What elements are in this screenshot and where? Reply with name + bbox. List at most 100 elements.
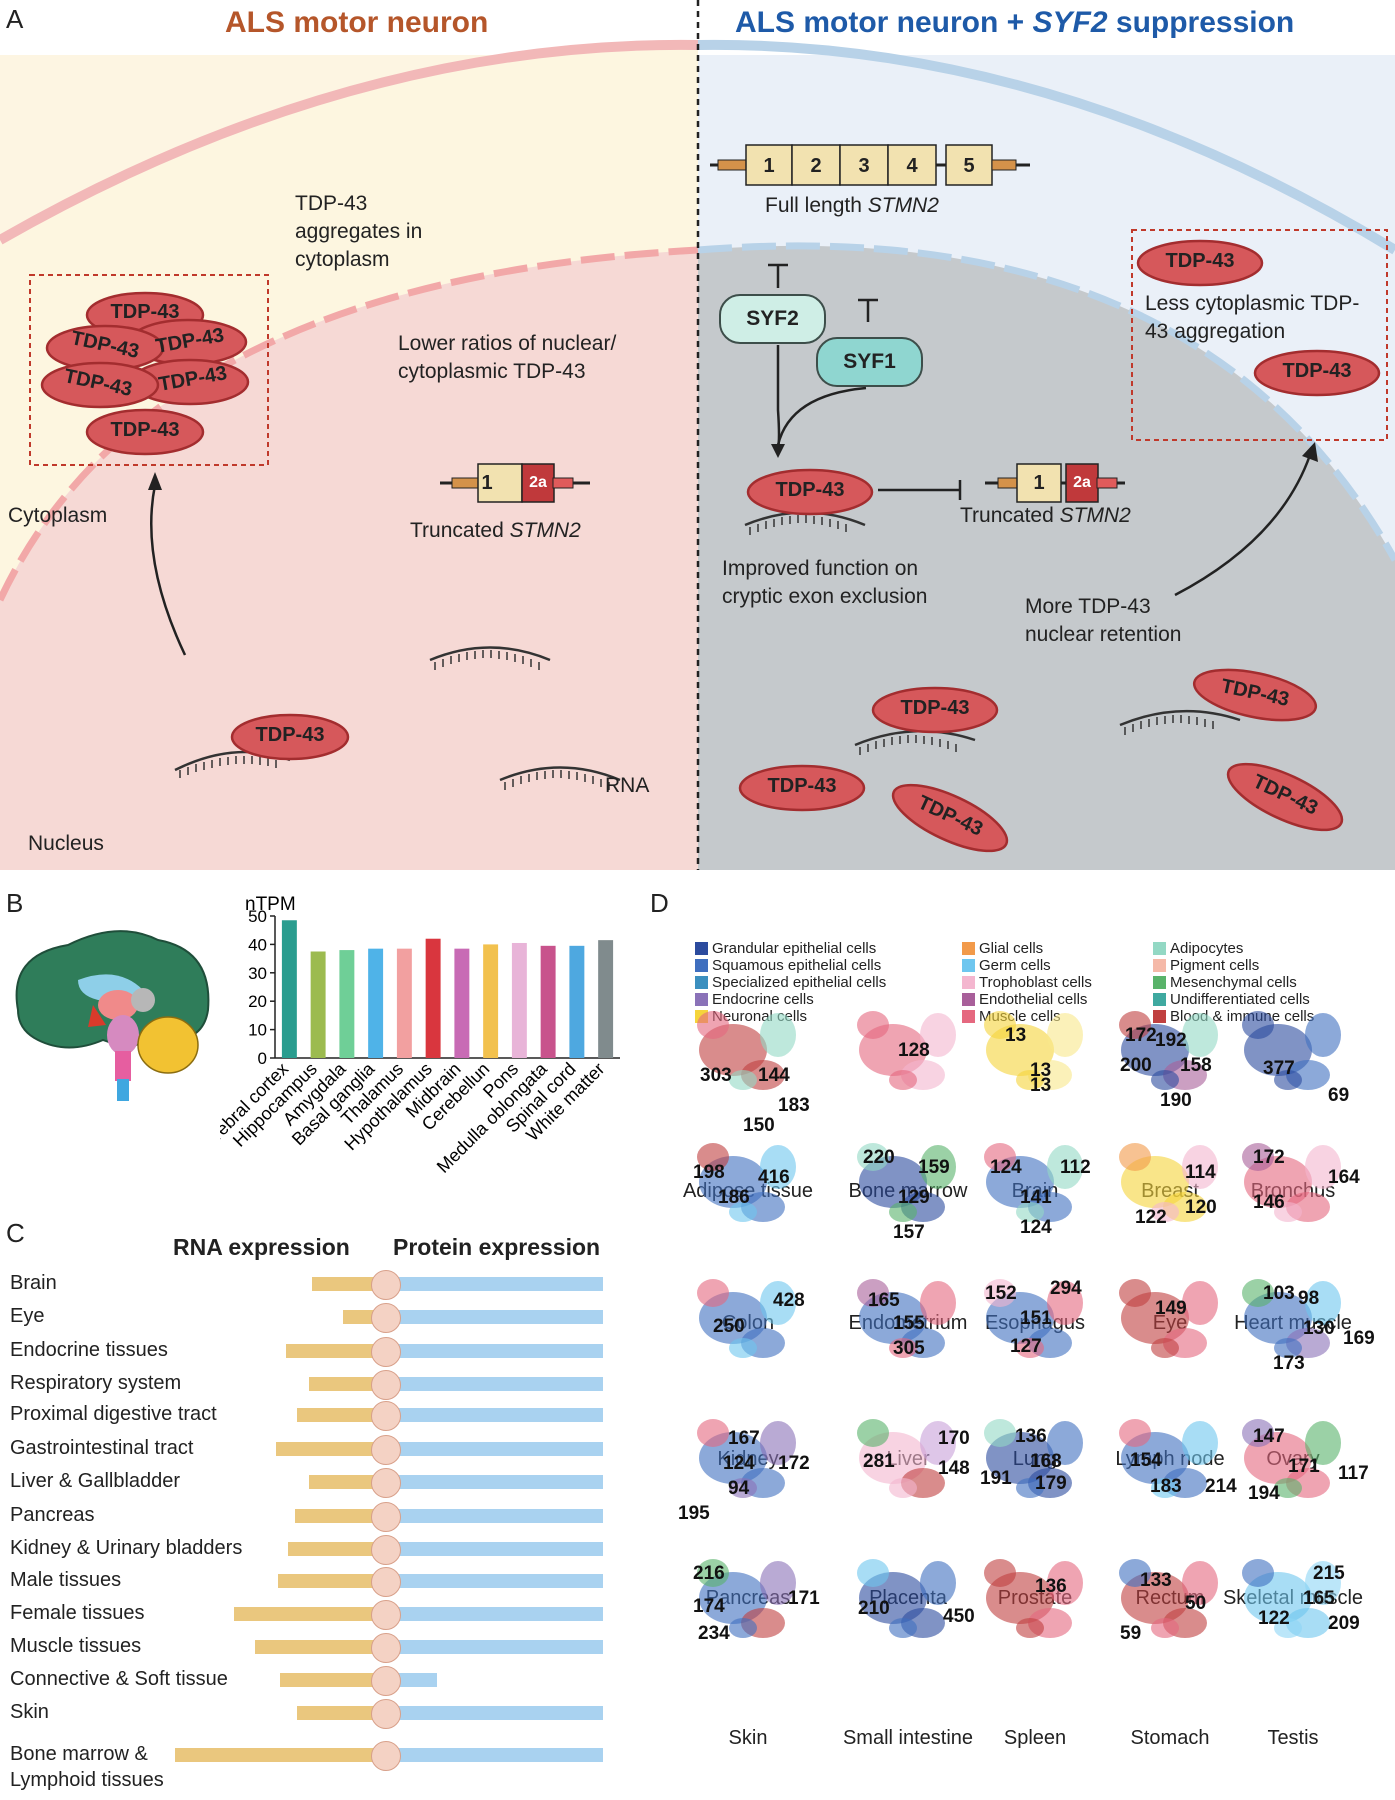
umap-cluster-plot: [1242, 1279, 1341, 1358]
panel-a: A ALS motor neuron ALS motor neuron + SY…: [0, 0, 1395, 870]
legend-label: Glial cells: [979, 940, 1044, 957]
rna-bar: [288, 1542, 385, 1556]
cluster-count: 124: [990, 1157, 1022, 1178]
bar: [454, 948, 470, 1058]
umap-cluster-plot: [1242, 1011, 1341, 1090]
umap-cluster-plot: [697, 1011, 796, 1090]
umap-cluster: [1047, 1561, 1083, 1605]
bar: [483, 944, 499, 1058]
cluster-count: 250: [713, 1316, 745, 1337]
umap-cluster: [889, 1338, 917, 1358]
exon-1: 1: [763, 155, 775, 177]
legend-swatch: [1153, 1010, 1166, 1023]
legend-swatch: [962, 1010, 975, 1023]
cluster-count: 200: [1120, 1055, 1152, 1076]
cluster-count: 192: [1155, 1030, 1187, 1051]
umap-cluster: [760, 1421, 796, 1465]
rna-bar: [309, 1475, 385, 1489]
panel-a-letter: A: [6, 4, 24, 34]
protein-bar: [385, 1748, 603, 1762]
umap-cluster: [1305, 1281, 1341, 1325]
organ-icon: [371, 1303, 401, 1333]
nucleus-label: Nucleus: [28, 832, 104, 855]
tissue-name: Small intestine: [842, 1727, 974, 1749]
cluster-count: 158: [1180, 1055, 1212, 1076]
legend-swatch: [962, 959, 975, 972]
organ-label: Eye: [10, 1305, 45, 1327]
umap-cluster-plot: [1119, 1011, 1218, 1090]
rna-bar: [280, 1673, 385, 1687]
cluster-count: 165: [868, 1290, 900, 1311]
umap-cluster: [920, 1281, 956, 1325]
cluster-count: 172: [1253, 1147, 1285, 1168]
umap-cluster: [1119, 1559, 1151, 1587]
cluster-count: 50: [1185, 1593, 1207, 1614]
umap-cluster-plot: [1119, 1279, 1218, 1358]
umap-cluster-plot: [697, 1559, 796, 1638]
protein-bar: [385, 1310, 603, 1324]
umap-cluster-plot: [697, 1143, 796, 1222]
cluster-count: 171: [1288, 1456, 1320, 1477]
legend-item: Mesenchymal cells: [1153, 974, 1297, 991]
umap-cluster: [760, 1281, 796, 1325]
legend-label: Trophoblast cells: [979, 974, 1092, 991]
umap-cluster: [984, 1279, 1016, 1307]
umap-cluster: [1305, 1013, 1341, 1057]
cluster-count: 124: [1020, 1217, 1052, 1238]
cluster-count: 103: [1263, 1283, 1295, 1304]
rna-expression-heading: RNA expression: [173, 1234, 350, 1260]
cluster-count: 133: [1140, 1570, 1172, 1591]
legend-item: Undifferentiated cells: [1153, 991, 1310, 1008]
organ-icon: [371, 1370, 401, 1400]
rna-bar: [277, 1574, 385, 1588]
cluster-count: 168: [1030, 1451, 1062, 1472]
umap-cluster: [984, 1419, 1016, 1447]
legend-swatch: [695, 976, 708, 989]
cluster-count: 303: [700, 1065, 732, 1086]
umap-cluster: [1274, 1202, 1302, 1222]
rna-bar: [254, 1640, 385, 1654]
cluster-count: 148: [938, 1458, 970, 1479]
umap-cluster: [1182, 1421, 1218, 1465]
umap-cluster-plot: [984, 1559, 1083, 1638]
umap-cluster: [1305, 1421, 1341, 1465]
protein-bar: [385, 1640, 603, 1654]
umap-cluster: [729, 1618, 757, 1638]
cluster-count: 167: [728, 1428, 760, 1449]
y-tick-label: 0: [258, 1049, 267, 1068]
legend-item: Squamous epithelial cells: [695, 957, 881, 974]
umap-cluster: [1151, 1070, 1179, 1090]
organ-icon: [371, 1567, 401, 1597]
y-tick-label: 20: [248, 992, 267, 1011]
cluster-count: 127: [1010, 1336, 1042, 1357]
tdp43-label: TDP-43: [775, 479, 845, 501]
cluster-count: 281: [863, 1451, 895, 1472]
legend-label: Grandular epithelial cells: [712, 940, 877, 957]
cluster-count: 190: [1160, 1090, 1192, 1111]
legend-item: Endocrine cells: [695, 991, 814, 1008]
organ-label: Respiratory system: [10, 1372, 182, 1394]
cluster-count: 122: [1135, 1207, 1167, 1228]
cluster-count: 210: [858, 1598, 890, 1619]
y-tick-label: 10: [248, 1021, 267, 1040]
cluster-count: 191: [980, 1468, 1012, 1489]
cluster-count: 173: [1273, 1353, 1305, 1374]
rna-bar: [286, 1344, 385, 1358]
umap-cluster: [1151, 1338, 1179, 1358]
umap-cluster-plot: [1242, 1143, 1341, 1222]
umap-cluster: [984, 1011, 1016, 1039]
umap-cluster: [889, 1478, 917, 1498]
cluster-count: 172: [778, 1453, 810, 1474]
cluster-count: 294: [1050, 1278, 1082, 1299]
brain-illustration: [15, 930, 210, 1101]
cluster-count: 194: [1248, 1483, 1280, 1504]
cluster-count: 147: [1253, 1426, 1285, 1447]
rna-label: RNA: [605, 774, 650, 797]
organ-icon: [371, 1699, 401, 1729]
exon-2a-left: 2a: [529, 474, 547, 491]
umap-cluster: [1151, 1202, 1179, 1222]
cluster-count: 174: [693, 1596, 725, 1617]
organ-icon: [371, 1741, 401, 1771]
full-length-stmn2-gene: [710, 144, 1030, 186]
cluster-count: 98: [1298, 1288, 1320, 1309]
